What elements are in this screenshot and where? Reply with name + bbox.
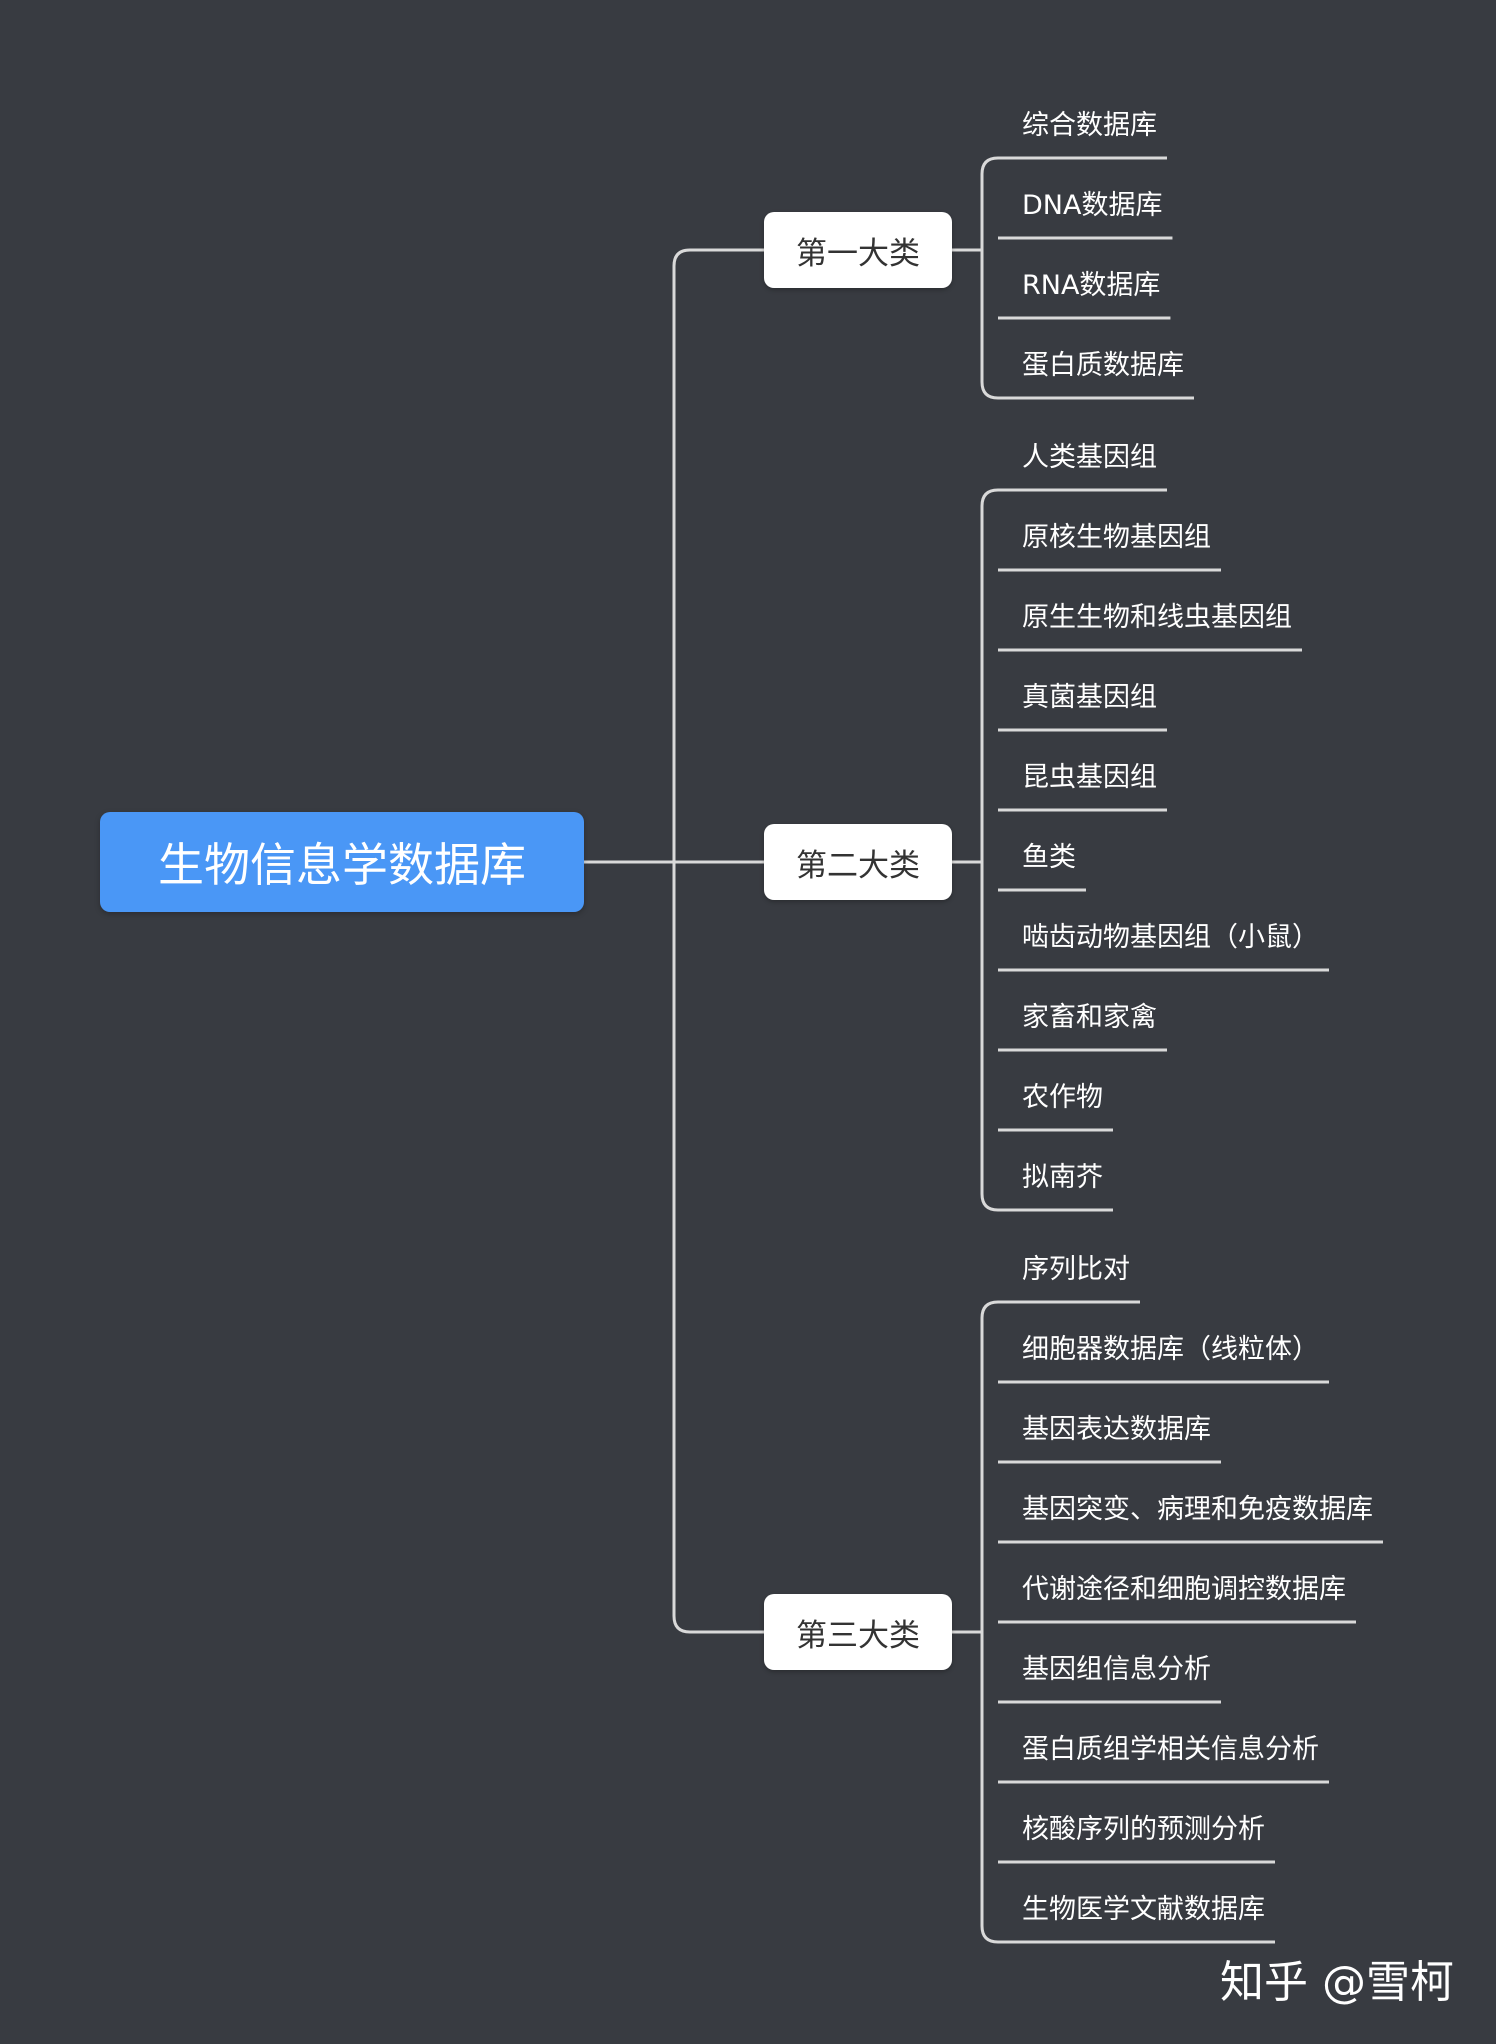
leaf-node[interactable]: 家畜和家禽: [1022, 1002, 1157, 1033]
leaf-node[interactable]: 细胞器数据库（线粒体）: [1022, 1334, 1319, 1365]
leaf-node[interactable]: 啮齿动物基因组（小鼠）: [1022, 922, 1319, 953]
leaf-node[interactable]: 蛋白质数据库: [1022, 350, 1184, 381]
leaf-bracket: [980, 156, 999, 400]
branch-node-3[interactable]: 第三大类: [764, 1594, 952, 1670]
leaf-node[interactable]: 基因突变、病理和免疫数据库: [1022, 1494, 1373, 1525]
leaf-node[interactable]: 原核生物基因组: [1022, 522, 1211, 553]
leaf-node[interactable]: 蛋白质组学相关信息分析: [1022, 1734, 1319, 1765]
leaf-node[interactable]: 基因组信息分析: [1022, 1654, 1211, 1685]
leaf-node[interactable]: 昆虫基因组: [1022, 762, 1157, 793]
leaf-node[interactable]: 真菌基因组: [1022, 682, 1157, 713]
leaf-node[interactable]: 生物医学文献数据库: [1022, 1894, 1265, 1925]
branch-node-1[interactable]: 第一大类: [764, 212, 952, 288]
leaf-node[interactable]: 序列比对: [1022, 1254, 1130, 1285]
root-node[interactable]: 生物信息学数据库: [100, 812, 584, 912]
watermark: 知乎 @雪柯: [1220, 1957, 1454, 2008]
leaf-node[interactable]: 农作物: [1022, 1082, 1103, 1113]
leaf-node[interactable]: 人类基因组: [1022, 442, 1157, 473]
leaf-node[interactable]: 基因表达数据库: [1022, 1414, 1211, 1445]
leaf-node[interactable]: 鱼类: [1022, 842, 1076, 873]
branch-node-2[interactable]: 第二大类: [764, 824, 952, 900]
leaf-node[interactable]: 原生生物和线虫基因组: [1022, 602, 1292, 633]
leaf-node[interactable]: 拟南芥: [1022, 1162, 1103, 1193]
trunk-connector: [672, 248, 764, 1634]
leaf-node[interactable]: 核酸序列的预测分析: [1022, 1814, 1265, 1845]
leaf-bracket: [980, 488, 999, 1212]
leaf-node[interactable]: DNA数据库: [1022, 190, 1163, 221]
leaf-node[interactable]: RNA数据库: [1022, 270, 1161, 301]
leaf-node[interactable]: 代谢途径和细胞调控数据库: [1022, 1574, 1346, 1605]
leaf-bracket: [980, 1300, 999, 1944]
leaf-node[interactable]: 综合数据库: [1022, 110, 1157, 141]
